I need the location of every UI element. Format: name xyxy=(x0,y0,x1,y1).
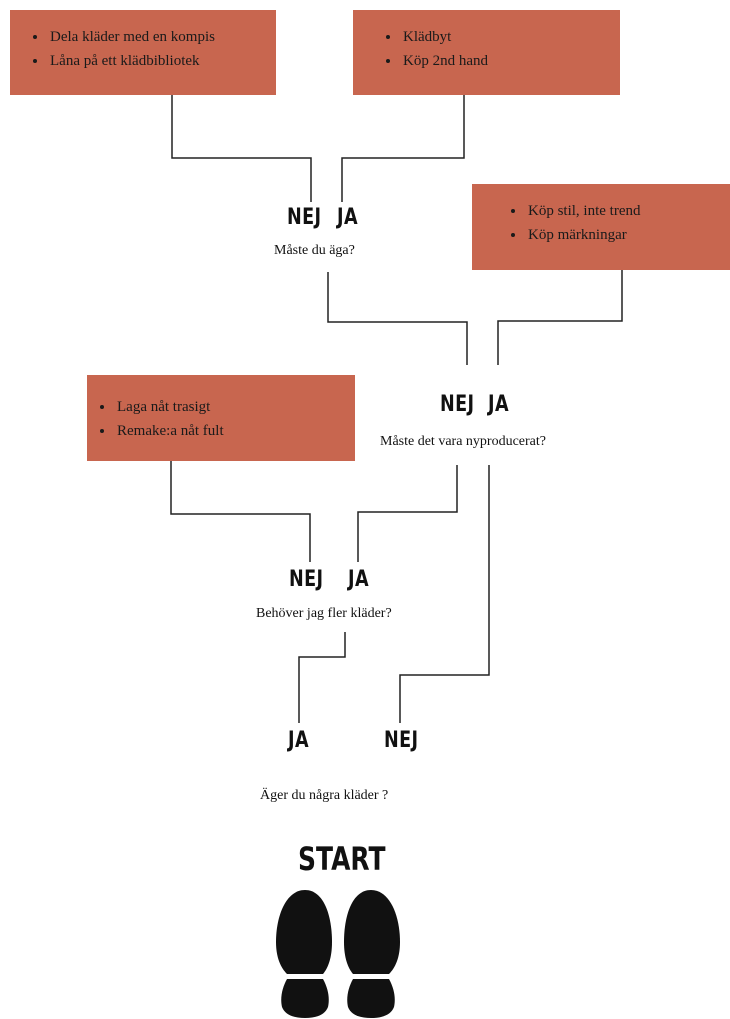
list-item: Remake:a nåt fult xyxy=(97,419,355,443)
answer-yes-new-produced: JA xyxy=(488,392,509,417)
list-item: Klädbyt xyxy=(383,25,620,49)
footprints-icon xyxy=(276,890,400,1018)
answer-yes-own-clothes: JA xyxy=(288,728,309,753)
question-must-own: Måste du äga? xyxy=(274,243,355,258)
list-item: Låna på ett klädbibliotek xyxy=(30,49,276,73)
list-item: Laga nåt trasigt xyxy=(97,395,355,419)
action-box-share-borrow: Dela kläder med en kompis Låna på ett kl… xyxy=(10,10,276,95)
connector-nej-to-box4 xyxy=(170,461,311,562)
list-item: Köp 2nd hand xyxy=(383,49,620,73)
answer-no-own-clothes: NEJ xyxy=(384,728,419,753)
answer-yes-must-own: JA xyxy=(337,205,358,230)
connector-ja-to-box3 xyxy=(497,270,623,365)
right-footprint-icon xyxy=(344,890,400,1018)
list-item: Dela kläder med en kompis xyxy=(30,25,276,49)
action-box-style-labels: Köp stil, inte trend Köp märkningar xyxy=(472,184,730,270)
list-item: Köp märkningar xyxy=(508,223,730,247)
start-label: START xyxy=(298,840,386,878)
connector-ja-to-box2 xyxy=(341,95,465,202)
question-new-produced: Måste det vara nyproducerat? xyxy=(380,434,546,449)
action-box-repair-remake: Laga nåt trasigt Remake:a nåt fult xyxy=(87,375,355,461)
connector-start-ja xyxy=(298,632,346,723)
answer-no-need-more: NEJ xyxy=(289,567,324,592)
action-box-swap-secondhand: Klädbyt Köp 2nd hand xyxy=(353,10,620,95)
connector-start-nej xyxy=(399,465,490,723)
question-own-clothes: Äger du några kläder ? xyxy=(260,788,389,803)
answer-yes-need-more: JA xyxy=(348,567,369,592)
question-need-more: Behöver jag fler kläder? xyxy=(256,606,392,621)
connector-nej-to-box1 xyxy=(171,95,312,202)
answer-no-new-produced: NEJ xyxy=(440,392,475,417)
connector-ja-to-nyproducerat xyxy=(357,465,458,562)
answer-no-must-own: NEJ xyxy=(287,205,322,230)
list-item: Köp stil, inte trend xyxy=(508,199,730,223)
left-footprint-icon xyxy=(276,890,332,1018)
connector-nej-to-maste-aga xyxy=(327,272,468,365)
